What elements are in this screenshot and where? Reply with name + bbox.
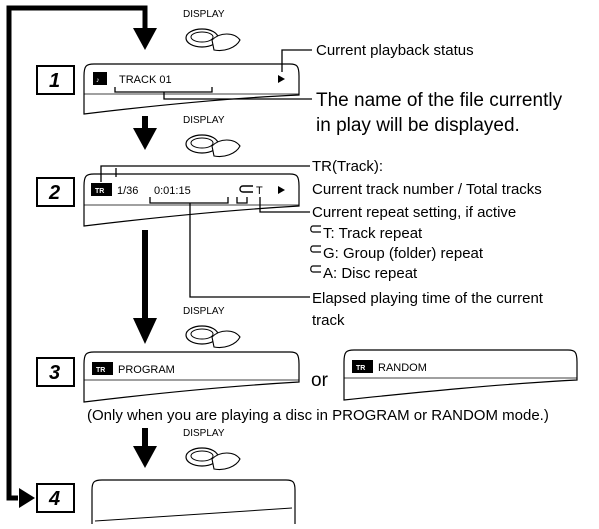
step-number: 4: [48, 488, 60, 510]
display-button-4: DISPLAY: [183, 428, 241, 471]
tr-badge: [352, 360, 373, 373]
tr-badge: [92, 362, 113, 375]
repeat-icon: [310, 265, 321, 273]
play-icon: [278, 75, 285, 83]
screen-1-text: TRACK 01: [119, 74, 172, 86]
step-4: 4: [36, 479, 296, 524]
tr-badge-text: TR: [95, 188, 104, 195]
callout-repeat-title: Current repeat setting, if active: [312, 204, 516, 221]
screen-3-random: [343, 349, 578, 401]
callout-file-name-line1: The name of the file currently: [316, 90, 563, 111]
display-button-label: DISPLAY: [183, 115, 225, 126]
step-2: 2 TR 1/36 0:01:15 T: [36, 173, 300, 227]
callout-track-line1: TR(Track):: [312, 158, 383, 175]
flow-arrow-2-3: [133, 230, 157, 344]
screen-1: [83, 63, 300, 115]
step-1-callouts: [114, 49, 312, 100]
program-text: PROGRAM: [118, 364, 175, 376]
loop-back-flow-line: [6, 5, 157, 508]
step-number: 2: [48, 182, 60, 204]
random-text: RANDOM: [378, 362, 427, 374]
display-button-2: DISPLAY: [183, 115, 241, 158]
display-button-3: DISPLAY: [183, 306, 241, 349]
or-text: or: [311, 370, 329, 391]
tr-badge-text: TR: [96, 367, 105, 374]
play-icon: [278, 186, 285, 194]
file-badge-icon: ♪: [96, 77, 100, 84]
screen-2: [83, 173, 300, 227]
repeat-icon: [310, 225, 321, 233]
tr-badge: [91, 183, 112, 196]
callout-repeat-group: G: Group (folder) repeat: [323, 245, 484, 262]
track-count: 1/36: [117, 185, 138, 197]
step-number: 3: [49, 362, 60, 384]
repeat-icon: [239, 185, 253, 193]
callout-file-name-line2: in play will be displayed.: [316, 115, 520, 136]
screen-3-program: [83, 351, 300, 403]
file-badge: [93, 72, 107, 85]
screen-4: [91, 479, 296, 524]
program-random-note: (Only when you are playing a disc in PRO…: [87, 407, 549, 424]
step-1: 1 ♪ TRACK 01: [36, 63, 300, 115]
callout-repeat-disc: A: Disc repeat: [323, 265, 418, 282]
callout-playback-status: Current playback status: [316, 42, 474, 59]
callout-elapsed-line2: track: [312, 312, 345, 329]
display-button-label: DISPLAY: [183, 428, 225, 439]
callout-track-line2: Current track number / Total tracks: [312, 181, 542, 198]
elapsed-time: 0:01:15: [154, 185, 191, 197]
step-number: 1: [49, 70, 60, 92]
flow-arrow-3-4: [133, 428, 157, 468]
flow-arrow-1-2: [133, 116, 157, 150]
display-button-label: DISPLAY: [183, 306, 225, 317]
repeat-icon: [310, 245, 321, 253]
callout-elapsed-line1: Elapsed playing time of the current: [312, 290, 544, 307]
callout-repeat-track: T: Track repeat: [323, 225, 423, 242]
display-button-label: DISPLAY: [183, 9, 225, 20]
step-2-callouts: [100, 165, 310, 298]
display-button-1: DISPLAY: [183, 9, 241, 52]
repeat-indicator: T: [256, 185, 263, 197]
tr-badge-text: TR: [356, 365, 365, 372]
step-3: 3 TR PROGRAM or TR RANDOM: [36, 349, 578, 403]
